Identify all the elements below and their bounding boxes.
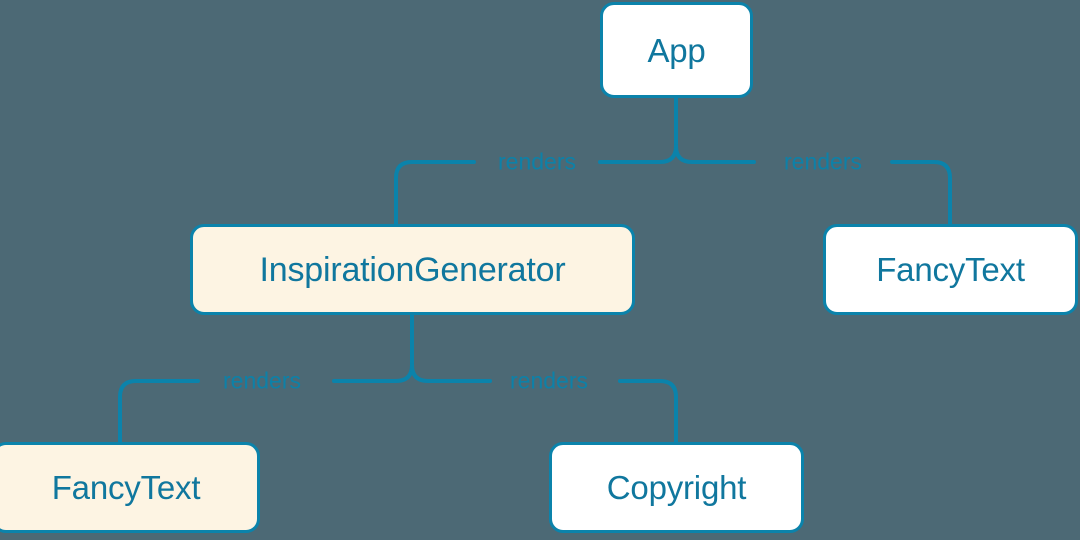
edge-inspgen-to-copyright-b — [618, 379, 678, 444]
edge-label-app-to-fancy-right: renders — [784, 148, 862, 175]
node-inspiration-generator[interactable]: InspirationGenerator — [190, 224, 635, 315]
edge-app-to-inspgen-left-b — [394, 160, 476, 226]
edge-label-inspgen-to-copyright: renders — [510, 367, 588, 394]
node-fancy-text-left-label: FancyText — [51, 469, 201, 506]
node-copyright[interactable]: Copyright — [549, 442, 804, 533]
node-fancy-text-right-label: FancyText — [876, 251, 1025, 288]
edge-label-inspgen-to-fancy-left: renders — [223, 367, 301, 394]
node-fancy-text-right[interactable]: FancyText — [823, 224, 1078, 315]
edge-app-to-fancy-right-b — [890, 160, 952, 226]
edge-inspgen-to-copyright-a — [410, 363, 492, 383]
node-copyright-label: Copyright — [606, 469, 747, 506]
edge-label-app-to-inspgen: renders — [498, 148, 576, 175]
node-fancy-text-left[interactable]: FancyText — [0, 442, 260, 533]
edge-inspgen-to-fancy-left-b — [118, 379, 200, 444]
edge-app-to-inspgen-left-a — [598, 144, 678, 164]
node-inspiration-generator-label: InspirationGenerator — [259, 250, 566, 289]
edge-app-to-fancy-right-a — [674, 144, 756, 164]
node-app-label: App — [647, 31, 706, 69]
edge-inspgen-to-fancy-left-a — [332, 363, 414, 383]
node-app[interactable]: App — [600, 2, 753, 98]
